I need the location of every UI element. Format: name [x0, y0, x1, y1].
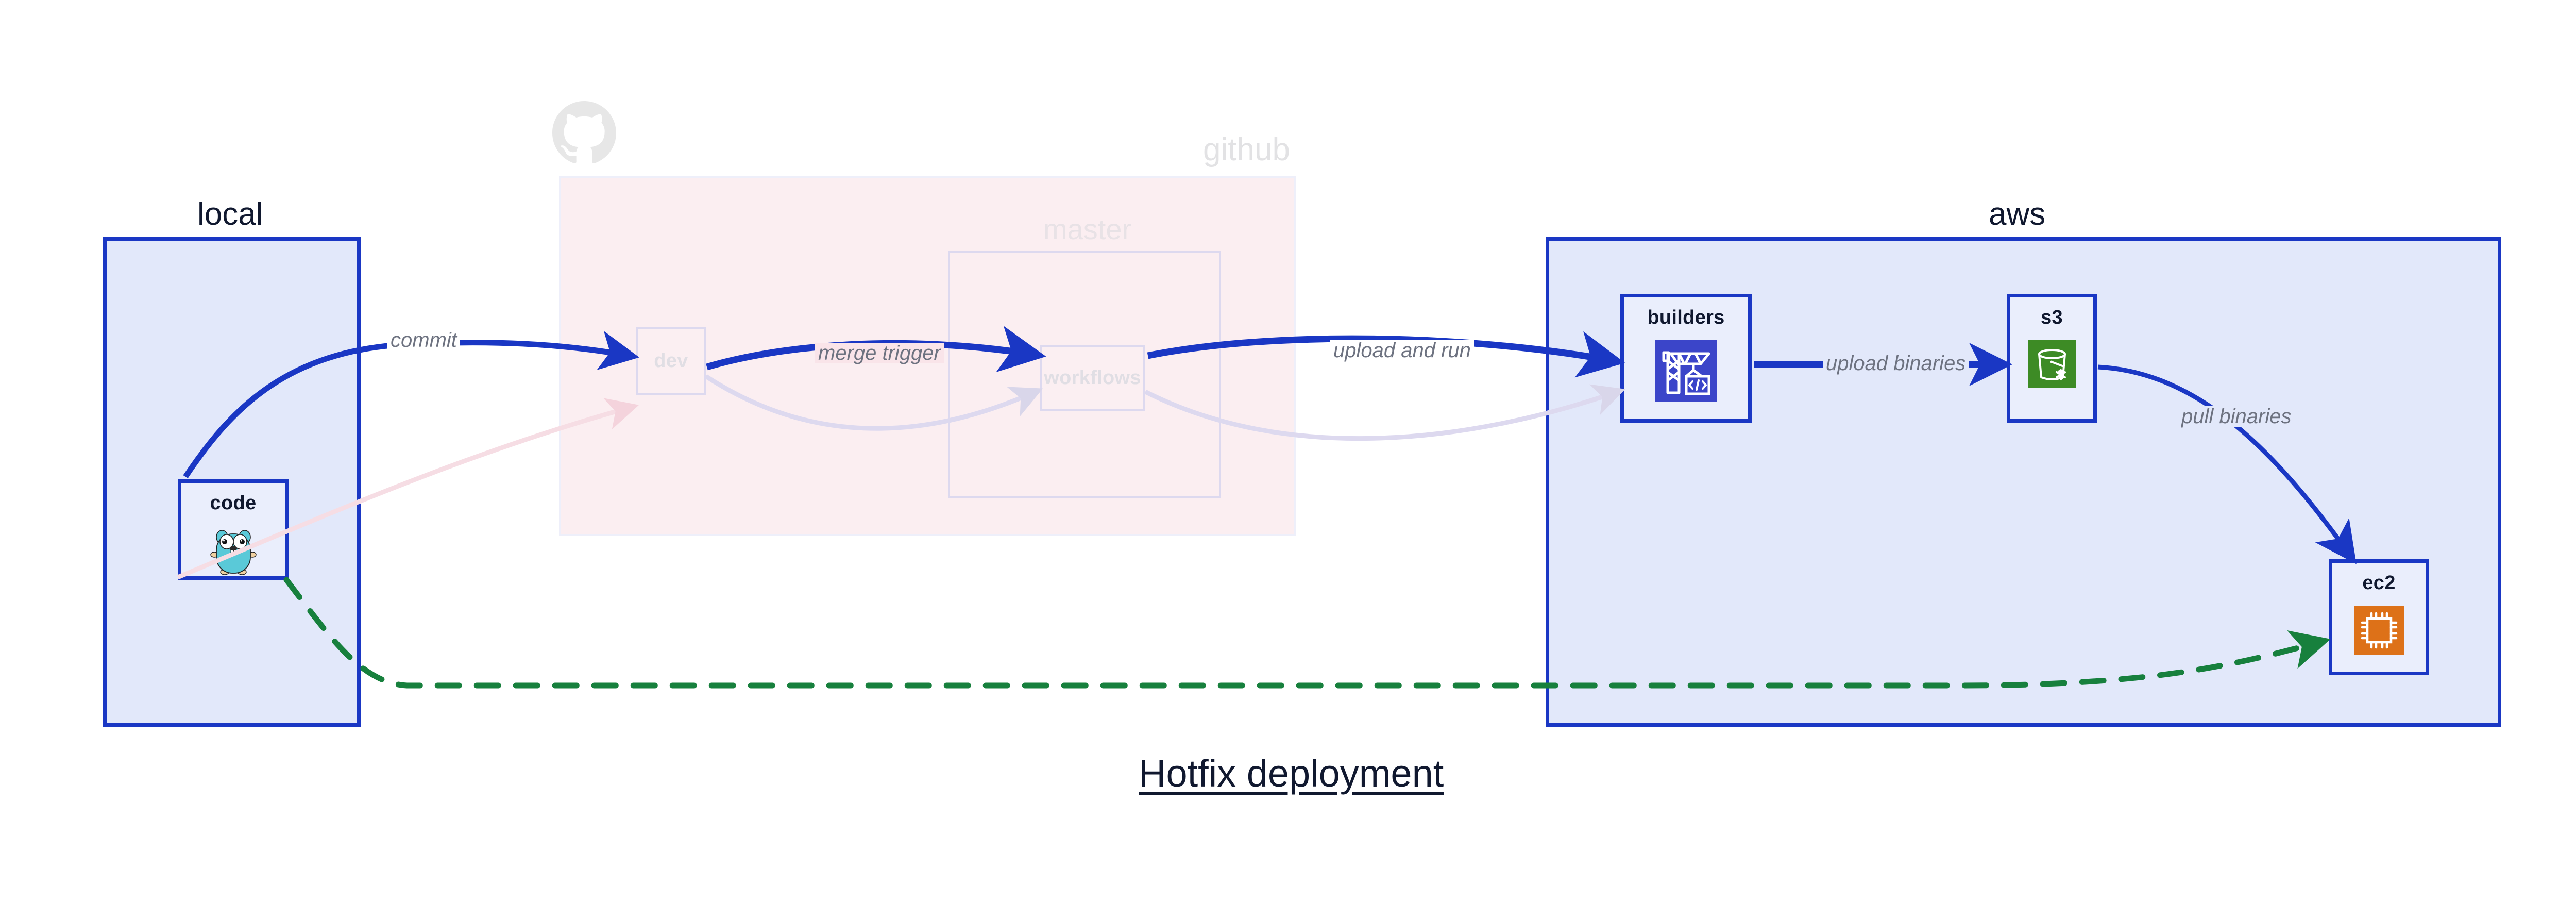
crane-code-icon: [1655, 340, 1717, 405]
github-octocat-icon: [552, 101, 616, 165]
page-title: Hotfix deployment: [1139, 752, 1444, 795]
s3-bucket-icon: [2028, 340, 2076, 390]
node-builders-label: builders: [1647, 307, 1725, 328]
edge-label-pull-binaries: pull binaries: [2178, 406, 2295, 427]
cpu-chip-icon: [2354, 606, 2404, 658]
node-ec2[interactable]: ec2: [2329, 559, 2429, 675]
edge-label-upload-and-run: upload and run: [1330, 340, 1474, 361]
node-dev-label: dev: [654, 350, 688, 372]
node-dev[interactable]: dev: [636, 327, 706, 395]
go-gopher-icon: [210, 526, 257, 578]
edge-label-commit: commit: [387, 330, 460, 350]
edge-label-merge-trigger: merge trigger: [815, 343, 944, 363]
sub-label-master: master: [1043, 213, 1132, 245]
edge-label-upload-binaries: upload binaries: [1823, 353, 1969, 374]
node-workflows[interactable]: workflows: [1040, 345, 1145, 411]
group-label-local: local: [197, 196, 263, 232]
node-workflows-label: workflows: [1044, 366, 1141, 389]
node-code[interactable]: code: [178, 479, 289, 580]
node-s3-label: s3: [2041, 307, 2063, 328]
group-label-github: github: [1203, 132, 1290, 168]
node-code-label: code: [210, 492, 257, 514]
node-s3[interactable]: s3: [2007, 294, 2097, 423]
group-label-aws: aws: [1989, 196, 2046, 232]
node-ec2-label: ec2: [2362, 572, 2396, 594]
node-builders[interactable]: builders: [1620, 294, 1752, 423]
